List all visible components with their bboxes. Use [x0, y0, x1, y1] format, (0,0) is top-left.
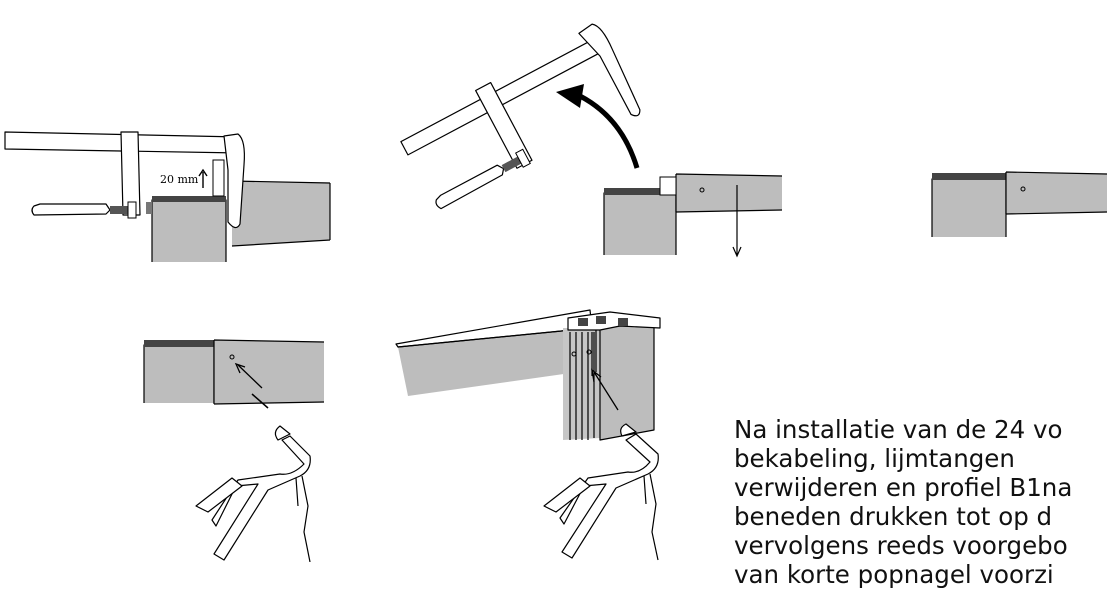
clamp-jaw	[475, 81, 533, 169]
caption-line-1: Na installatie van de 24 vo	[734, 415, 1063, 444]
profile-beam	[232, 181, 330, 246]
post-block	[152, 200, 226, 262]
caption-line-3: verwijderen en profiel B1na	[734, 473, 1073, 502]
clamp-screw	[110, 206, 128, 214]
step5-rivet-perspective	[395, 309, 661, 561]
profile-beam	[1006, 172, 1107, 214]
clamp-fixed-jaw	[223, 133, 245, 229]
clamp-handle	[31, 203, 111, 216]
clamp-screw	[501, 156, 522, 173]
rivet-gun	[211, 435, 311, 561]
rivet-arrow	[234, 362, 263, 389]
popnagel-rivet	[251, 393, 269, 409]
dimension-arrow	[198, 168, 208, 188]
removal-arrow	[578, 93, 640, 169]
step1-clamp-mounted: 20 mm	[4, 131, 331, 262]
clamp-jaw	[120, 131, 141, 216]
step2-clamp-removed	[400, 23, 783, 258]
instruction-caption: Na installatie van de 24 vo bekabeling, …	[734, 415, 1107, 589]
rivet-gun	[559, 433, 659, 559]
rivet-arrow	[591, 368, 619, 411]
clamp-fixed-jaw	[578, 23, 641, 117]
vertical-profile	[600, 320, 654, 440]
push-down-arrow	[732, 185, 742, 258]
profile-beam	[398, 328, 592, 396]
caption-line-6: van korte popnagel voorzi	[734, 560, 1054, 589]
caption-line-5: vervolgens reeds voorgebo	[734, 531, 1068, 560]
caption-line-4: beneden drukken tot op d	[734, 502, 1053, 531]
step4-rivet-front	[143, 339, 325, 562]
post-block	[144, 345, 214, 403]
post-block	[604, 193, 676, 255]
step3-profile-seated	[931, 171, 1107, 237]
post-block	[932, 179, 1006, 237]
caption-line-2: bekabeling, lijmtangen	[734, 444, 1015, 473]
profile-beam	[214, 340, 324, 404]
dimension-label: 20 mm	[160, 173, 199, 186]
clamp-handle	[435, 164, 505, 210]
assembly-diagram: 20 mm	[4, 23, 1107, 562]
profile-beam	[676, 174, 782, 212]
